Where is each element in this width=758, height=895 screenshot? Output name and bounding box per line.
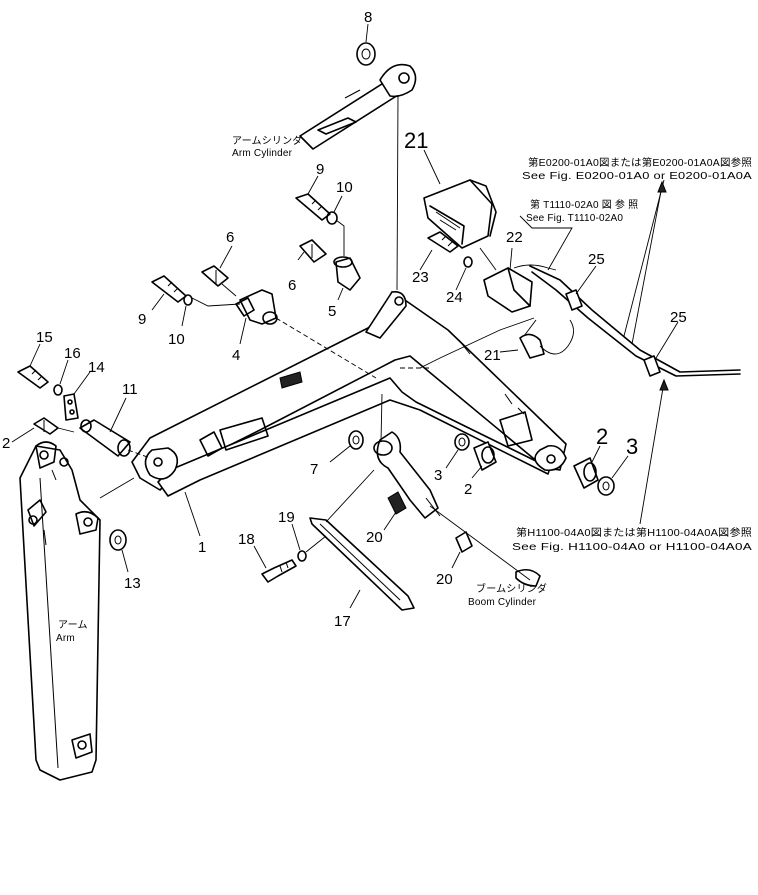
part-2-bolt-left <box>11 417 75 443</box>
callout-25-a: 25 <box>588 251 605 268</box>
arm-cylinder-label-jp: アームシリンダ <box>232 134 303 147</box>
part-20-fitting-b <box>451 531 473 569</box>
callout-23: 23 <box>412 269 429 286</box>
callout-16: 16 <box>64 345 81 362</box>
callout-2-right: 2 <box>596 424 608 449</box>
callout-20-a: 20 <box>366 529 383 546</box>
callout-9-left: 9 <box>138 311 146 328</box>
part-9-bolt-top <box>295 175 331 221</box>
part-19-washer <box>291 523 327 562</box>
callout-4: 4 <box>232 347 240 364</box>
callout-2-left: 2 <box>2 435 10 452</box>
part-21-clip <box>419 317 574 369</box>
callout-3-mid: 3 <box>434 467 442 484</box>
callout-10-top: 10 <box>336 179 353 196</box>
part-21-work-light <box>423 149 497 271</box>
part-22-bracket <box>483 247 557 313</box>
arm-label-jp: アーム <box>58 619 88 631</box>
part-6-bolt-top <box>201 245 237 297</box>
callout-3-right: 3 <box>626 434 638 459</box>
callout-19: 19 <box>278 509 295 526</box>
part-18-bolt <box>253 545 297 583</box>
callout-21-small: 21 <box>484 347 501 364</box>
ref-h1100-label-jp: 第H1100-04A0図または第H1100-04A0A図参照 <box>516 526 752 539</box>
ref-e0200-label-jp: 第E0200-01A0図または第E0200-01A0A図参照 <box>528 156 752 169</box>
ref-t1110-label-jp: 第 T1110-02A0 図 参 照 <box>530 198 638 211</box>
ref-h1100-label-en: See Fig. H1100-04A0 or H1100-04A0A <box>512 542 752 553</box>
callout-7: 7 <box>310 461 318 478</box>
part-14-plate <box>63 371 91 421</box>
callout-1: 1 <box>198 539 206 556</box>
callout-21-large: 21 <box>404 128 428 153</box>
part-25-harness <box>529 179 741 377</box>
ref-t1110-label-en: See Fig. T1110-02A0 <box>526 213 623 224</box>
part-17-cover <box>309 469 415 611</box>
boom-cylinder-label-en: Boom Cylinder <box>468 597 537 608</box>
part-10-washer-left <box>181 294 241 327</box>
part-24-washer <box>455 256 473 291</box>
ref-arrow-e0200 <box>631 180 667 345</box>
pin-11-assembly-line <box>127 449 151 459</box>
part-3-bushing-right <box>597 455 629 496</box>
part-7-washer <box>329 430 364 463</box>
part-15-bolt <box>17 343 49 389</box>
arm-cylinder <box>299 63 417 291</box>
ref-arrow-h1100 <box>639 378 669 525</box>
part-10-washer-top <box>326 195 343 225</box>
callout-11: 11 <box>122 381 138 398</box>
part-3-bushing-mid <box>445 433 470 469</box>
part-20-fitting-a <box>383 491 407 531</box>
callout-5: 5 <box>328 303 336 320</box>
part-2-bushing-right <box>573 445 601 489</box>
part-9-bolt-left <box>151 275 187 311</box>
boom-cylinder <box>373 393 541 587</box>
callout-6-mid: 6 <box>288 277 296 294</box>
arm <box>19 441 101 781</box>
callout-24: 24 <box>446 289 463 306</box>
pin-4-assembly-line <box>275 317 377 379</box>
boom-cylinder-label-jp: ブームシリンダ <box>476 582 547 595</box>
part-2-bushing-mid <box>471 441 497 479</box>
callout-17: 17 <box>334 613 351 630</box>
part-11-pin <box>79 397 131 457</box>
arm-cylinder-label-en: Arm Cylinder <box>232 148 293 159</box>
callout-22: 22 <box>506 229 523 246</box>
arm-label-en: Arm <box>56 633 75 644</box>
callout-9-top: 9 <box>316 161 324 178</box>
part-4-pin <box>235 289 278 345</box>
ref-arrow-t1110 <box>519 215 573 271</box>
callout-8: 8 <box>364 9 372 26</box>
callout-15: 15 <box>36 329 53 346</box>
part-1-lead <box>184 491 201 537</box>
callout-2-mid: 2 <box>464 481 472 498</box>
part-1-boom <box>131 290 567 497</box>
callout-14: 14 <box>88 359 105 376</box>
part-23-bolt <box>419 231 459 271</box>
callout-10-left: 10 <box>168 331 185 348</box>
part-16-washer <box>53 359 69 396</box>
part-6-bolt-mid <box>297 239 327 263</box>
part-8-washer <box>356 23 376 66</box>
ref-e0200-label-en: See Fig. E0200-01A0 or E0200-01A0A <box>522 171 752 182</box>
callout-25-b: 25 <box>670 309 687 326</box>
callout-13: 13 <box>124 575 141 592</box>
callout-18: 18 <box>238 531 255 548</box>
part-13-washer <box>99 477 135 573</box>
callout-20-b: 20 <box>436 571 453 588</box>
callout-6-top: 6 <box>226 229 234 246</box>
part-5-pin <box>333 219 361 301</box>
